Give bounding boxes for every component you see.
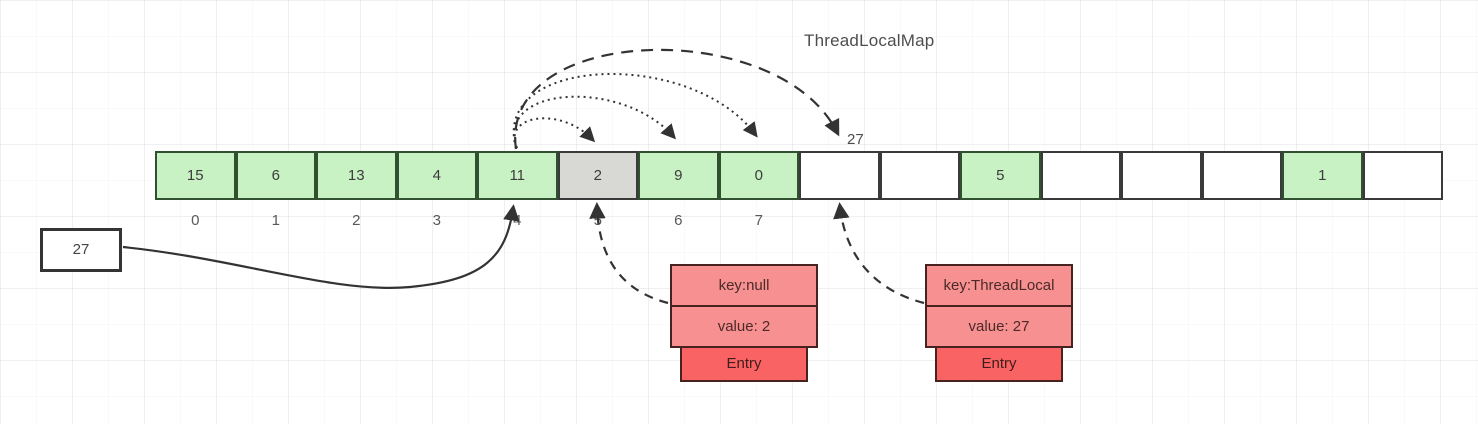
new-entry-box: key:ThreadLocal value: 27 Entry bbox=[925, 264, 1073, 382]
index-row: 0 1 2 3 4 5 6 7 bbox=[155, 212, 1443, 232]
index-label-8 bbox=[799, 212, 880, 232]
index-label-7: 7 bbox=[754, 212, 763, 229]
array-cell-14: 1 bbox=[1282, 151, 1363, 200]
stale-entry-value: value: 2 bbox=[670, 305, 818, 348]
array-cell-13 bbox=[1201, 151, 1282, 200]
array-cell-3: 4 bbox=[396, 151, 477, 200]
stale-entry-box: key:null value: 2 Entry bbox=[670, 264, 818, 382]
probe-arc-to-slot7 bbox=[512, 73, 758, 149]
array-cell-0: 15 bbox=[155, 151, 236, 200]
probe-arc-to-slot5 bbox=[513, 117, 596, 149]
array-cell-6: 9 bbox=[638, 151, 719, 200]
array-cell-1: 6 bbox=[235, 151, 316, 200]
probe-arc-to-slot8-dashed bbox=[514, 48, 840, 150]
array-cell-5-stale: 2 bbox=[557, 151, 638, 200]
index-label-10 bbox=[960, 212, 1041, 232]
index-label-9 bbox=[880, 212, 961, 232]
index-label-5: 5 bbox=[593, 212, 602, 229]
index-label-1: 1 bbox=[271, 212, 280, 229]
array-cell-12 bbox=[1121, 151, 1202, 200]
index-label-4: 4 bbox=[513, 212, 522, 229]
index-label-3: 3 bbox=[432, 212, 441, 229]
array-cell-7: 0 bbox=[718, 151, 799, 200]
stale-entry-key: key:null bbox=[670, 264, 818, 307]
array-cell-2: 13 bbox=[316, 151, 397, 200]
index-label-14 bbox=[1282, 212, 1363, 232]
array-cell-8 bbox=[799, 151, 880, 200]
hash-array: 15 6 13 4 11 2 9 0 5 1 bbox=[155, 151, 1443, 200]
stale-entry-footer: Entry bbox=[680, 346, 808, 382]
new-entry-value: value: 27 bbox=[925, 305, 1073, 348]
index-label-13 bbox=[1202, 212, 1283, 232]
probe-arc-to-slot6 bbox=[513, 95, 677, 149]
index-label-15 bbox=[1363, 212, 1444, 232]
probe-result-label: 27 bbox=[847, 131, 864, 148]
index-label-12 bbox=[1121, 212, 1202, 232]
array-cell-9 bbox=[879, 151, 960, 200]
incoming-value-box: 27 bbox=[40, 228, 122, 272]
array-cell-11 bbox=[1040, 151, 1121, 200]
index-label-6: 6 bbox=[674, 212, 683, 229]
index-label-11 bbox=[1041, 212, 1122, 232]
array-cell-4: 11 bbox=[477, 151, 558, 200]
new-entry-key: key:ThreadLocal bbox=[925, 264, 1073, 307]
array-cell-10: 5 bbox=[960, 151, 1041, 200]
index-label-2: 2 bbox=[352, 212, 361, 229]
index-label-0: 0 bbox=[191, 212, 200, 229]
array-cell-15 bbox=[1362, 151, 1443, 200]
diagram-title: ThreadLocalMap bbox=[804, 31, 935, 50]
new-entry-footer: Entry bbox=[935, 346, 1063, 382]
